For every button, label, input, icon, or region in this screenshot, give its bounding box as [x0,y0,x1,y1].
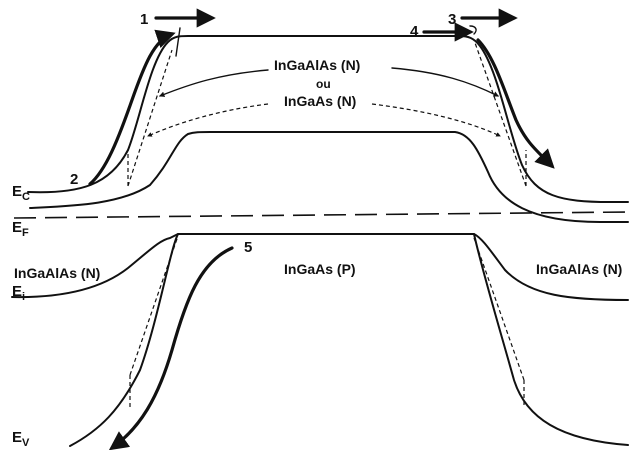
barrier-option-2-label: InGaAs (N) [284,93,356,109]
left-material-label: InGaAlAs (N) [14,265,100,281]
barrier-option-1-label: InGaAlAs (N) [274,57,360,73]
carrier-path-right [476,38,555,169]
tunnel-path-right-valence [473,237,525,408]
barrier-or-label: ou [316,77,331,91]
ec-label: EC [12,183,30,203]
valence-band-right [473,233,629,446]
barrier-option-1-arrow-left [158,69,269,97]
intrinsic-level-upper [29,131,629,223]
arrow-4-hook [469,25,477,35]
fermi-level [13,211,629,219]
barrier-option-2-arrow-left [147,103,269,137]
tunnel-path-left-conduction [127,49,173,187]
marker-1: 1 [140,11,148,28]
tunnel-path-left-valence [129,235,179,410]
marker-4: 4 [410,23,419,40]
ef-label: EF [12,219,29,239]
tunnel-path-right-conduction [473,39,527,187]
ev-label: EV [12,429,30,449]
carrier-path-5 [108,246,234,450]
ei-label: Ei [12,283,25,303]
right-material-label: InGaAlAs (N) [536,261,622,277]
arrow-1-hook [175,27,181,57]
barrier-option-1-arrow-right [391,67,500,97]
center-material-label: InGaAs (P) [284,261,356,277]
carrier-path-2 [88,29,176,186]
barrier-option-2-arrow-right [371,103,501,137]
marker-5: 5 [244,239,252,256]
marker-3: 3 [448,11,456,28]
marker-2: 2 [70,171,78,188]
